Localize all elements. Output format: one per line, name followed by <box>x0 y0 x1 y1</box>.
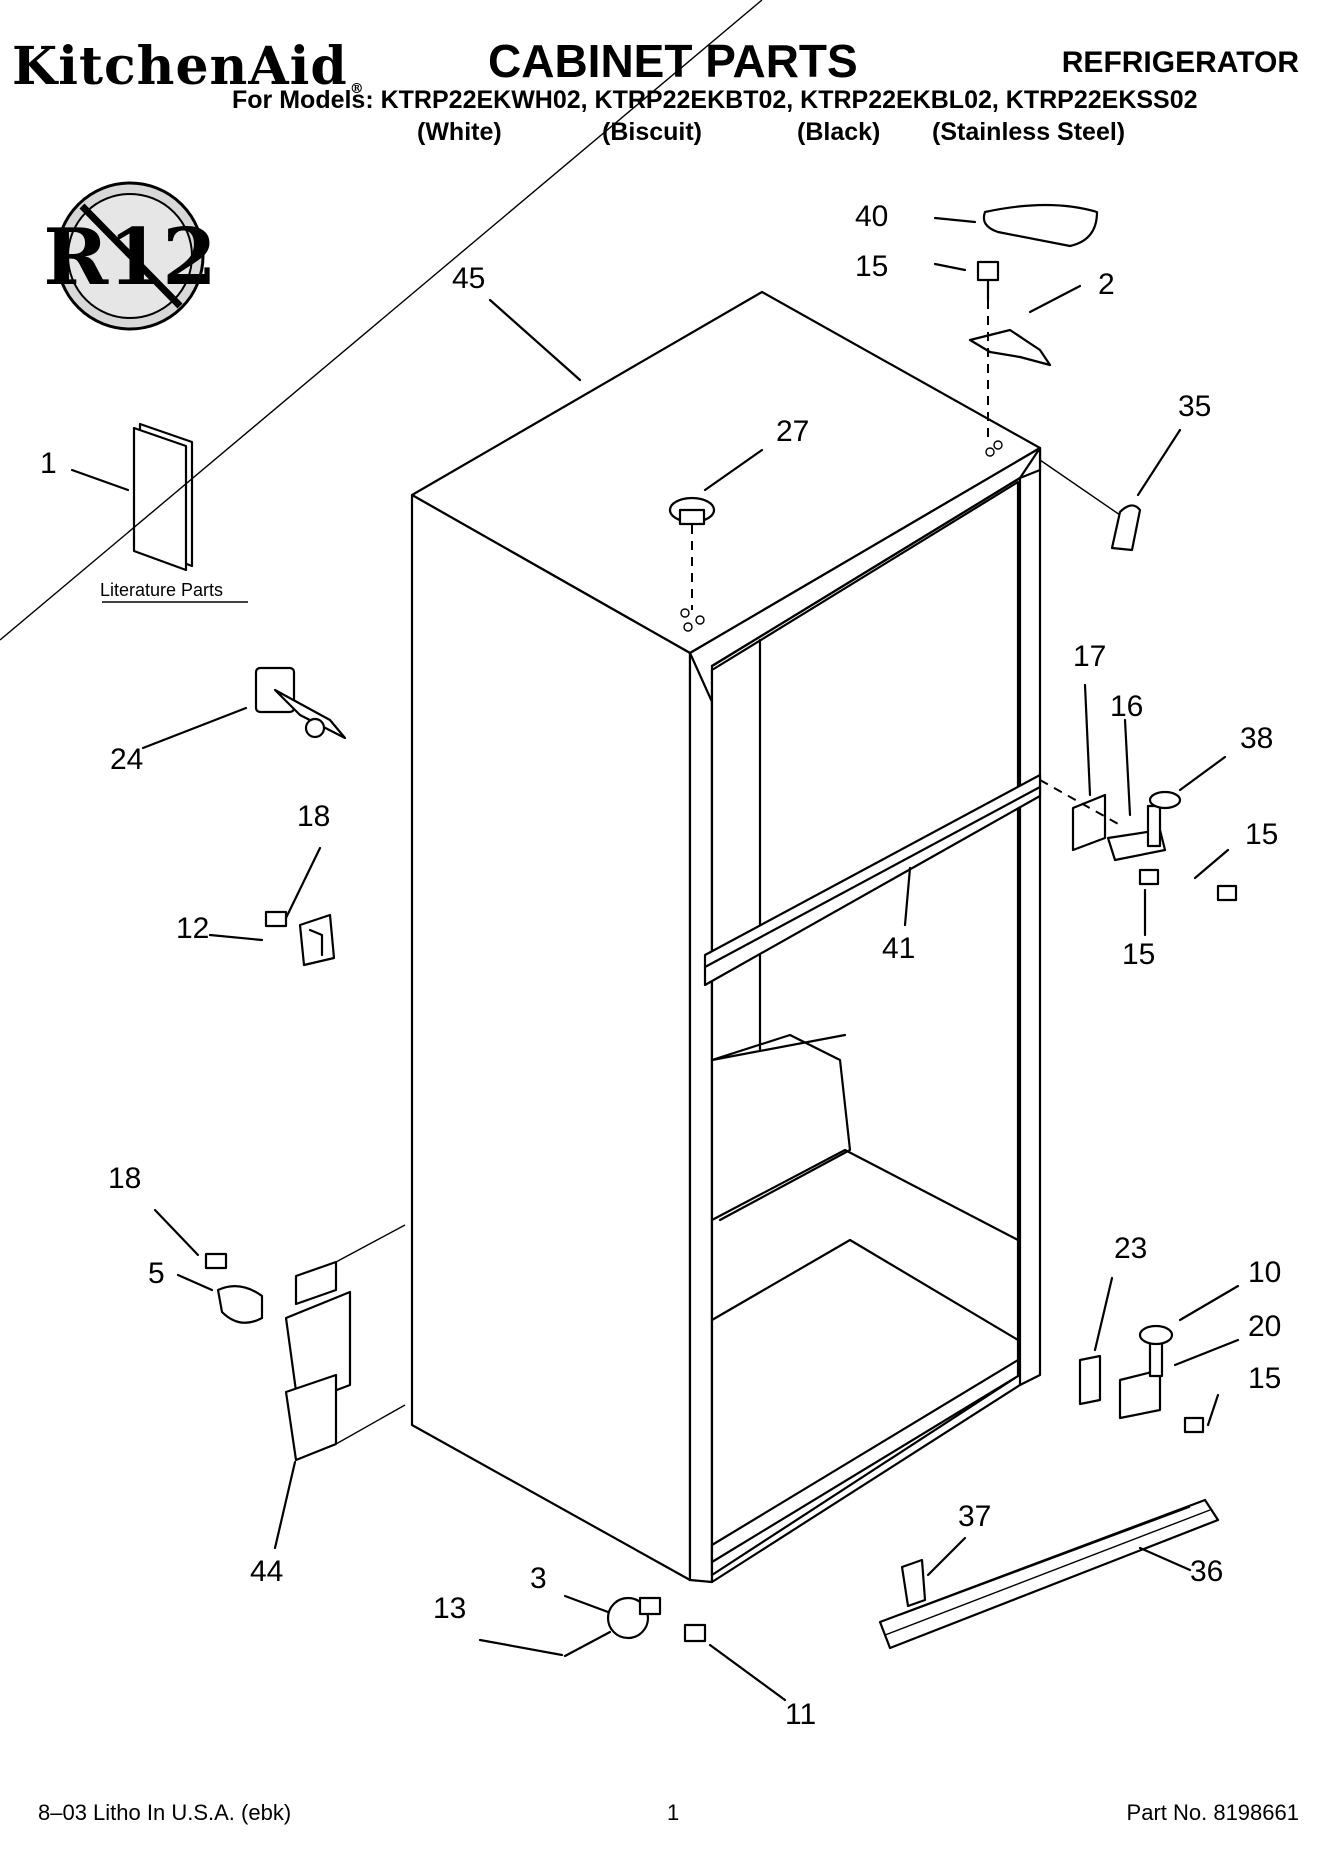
callout-18-top: 18 <box>297 800 331 833</box>
bottom-hinge-assembly <box>1078 1324 1205 1434</box>
variant-biscuit: (Biscuit) <box>602 118 702 146</box>
variant-white: (White) <box>417 118 502 146</box>
callout-44: 44 <box>250 1555 284 1588</box>
no-r12-badge: R12 <box>43 181 217 331</box>
callout-15-middle-right: 15 <box>1245 818 1279 851</box>
callout-38: 38 <box>1240 722 1274 755</box>
literature-booklet <box>102 422 248 603</box>
callout-41: 41 <box>882 932 916 965</box>
callout-11: 11 <box>785 1698 817 1731</box>
brand-logo: KitchenAid® <box>12 36 365 97</box>
handle-bracket <box>254 666 347 740</box>
callout-17: 17 <box>1073 640 1107 673</box>
literature-label: Literature Parts <box>100 580 224 600</box>
center-hinge-assembly <box>1039 779 1238 902</box>
callout-leaders <box>70 216 1240 1702</box>
callout-36: 36 <box>1190 1555 1224 1588</box>
variant-stainless: (Stainless Steel) <box>932 118 1126 146</box>
callout-23: 23 <box>1114 1232 1148 1265</box>
part-number: Part No. 8198661 <box>1126 1800 1299 1825</box>
refrigerator-cabinet <box>0 0 1042 1584</box>
callout-15-middle-bottom: 15 <box>1122 938 1156 971</box>
base-grille <box>878 1498 1220 1650</box>
callout-45: 45 <box>452 262 486 295</box>
hinge-cover <box>1039 459 1142 552</box>
callout-10: 10 <box>1248 1256 1282 1289</box>
top-hinge-assembly <box>968 203 1099 440</box>
callout-40: 40 <box>855 200 889 233</box>
callout-3: 3 <box>530 1562 547 1595</box>
callout-15-top: 15 <box>855 250 889 283</box>
callout-2: 2 <box>1098 268 1115 301</box>
callout-35: 35 <box>1178 390 1212 423</box>
callout-27: 27 <box>776 415 810 448</box>
page-number: 1 <box>667 1800 680 1825</box>
callout-12: 12 <box>176 912 210 945</box>
door-stop-clip <box>264 910 336 967</box>
model-list: For Models: KTRP22EKWH02, KTRP22EKBT02, … <box>232 86 1198 114</box>
left-hinge-plate <box>204 1224 406 1462</box>
callout-16: 16 <box>1110 690 1144 723</box>
callout-15-bottom: 15 <box>1248 1362 1282 1395</box>
callout-37: 37 <box>958 1500 992 1533</box>
callout-20: 20 <box>1248 1310 1282 1343</box>
callout-5: 5 <box>148 1257 165 1290</box>
callout-13: 13 <box>433 1592 467 1625</box>
page-title: CABINET PARTS <box>488 35 858 87</box>
leveling-roller <box>563 1596 707 1658</box>
variant-black: (Black) <box>797 118 881 146</box>
callout-18-bottom: 18 <box>108 1162 142 1195</box>
appliance-category: REFRIGERATOR <box>1061 46 1299 79</box>
callout-24: 24 <box>110 743 144 776</box>
registered-mark: ® <box>349 81 365 97</box>
callout-1: 1 <box>40 447 57 480</box>
top-cap <box>668 496 716 610</box>
litho-note: 8–03 Litho In U.S.A. (ebk) <box>38 1800 292 1825</box>
